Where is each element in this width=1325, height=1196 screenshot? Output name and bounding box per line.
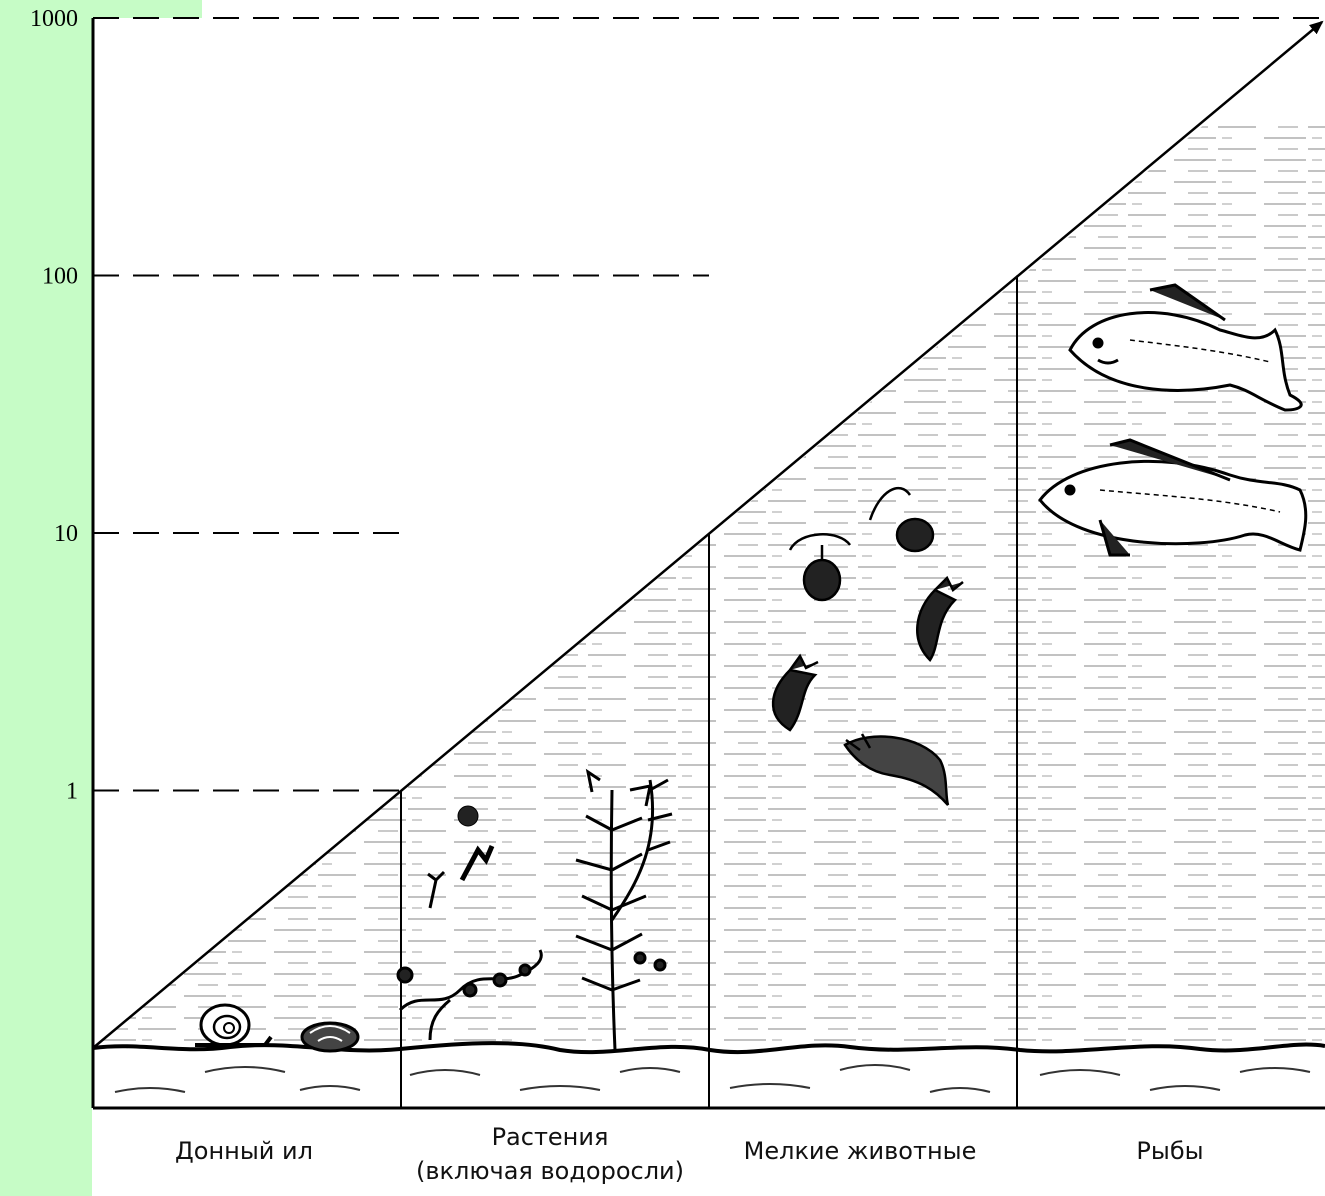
y-tick-labels: 1000 100 10 1 [30,6,78,805]
category-label-small-animals-text: Мелкие животные [743,1137,977,1165]
category-label-fish-text: Рыбы [1136,1137,1204,1165]
shrimp-icon [843,733,950,806]
y-tick-label: 10 [54,521,78,547]
snail-icon [195,1003,273,1047]
trend-arrow [92,20,1324,1049]
category-label-small-animals: Мелкие животные [705,1134,1015,1168]
category-dividers [400,275,1018,1108]
category-label-silt-text: Донный ил [175,1137,313,1165]
fish-icon [1038,283,1308,557]
y-tick-label: 1 [66,779,78,805]
shell-icon [300,1021,360,1053]
category-label-plants-line1: Растения [491,1123,609,1151]
gridlines [93,17,1325,792]
water-flea-icon [788,486,935,602]
category-label-plants-line2: (включая водоросли) [415,1157,685,1185]
category-label-plants: Растения (включая водоросли) [395,1120,705,1188]
algae-icon [427,805,495,909]
y-tick-label: 100 [42,264,78,290]
green-side-strip [0,0,92,1196]
category-label-silt: Донный ил [93,1134,395,1168]
y-tick-label: 1000 [30,6,78,32]
plankton-icon [771,575,964,732]
green-top-strip [92,0,202,18]
category-label-fish: Рыбы [1015,1134,1325,1168]
ground [92,1041,1325,1093]
waterweed-icon [396,768,673,1051]
